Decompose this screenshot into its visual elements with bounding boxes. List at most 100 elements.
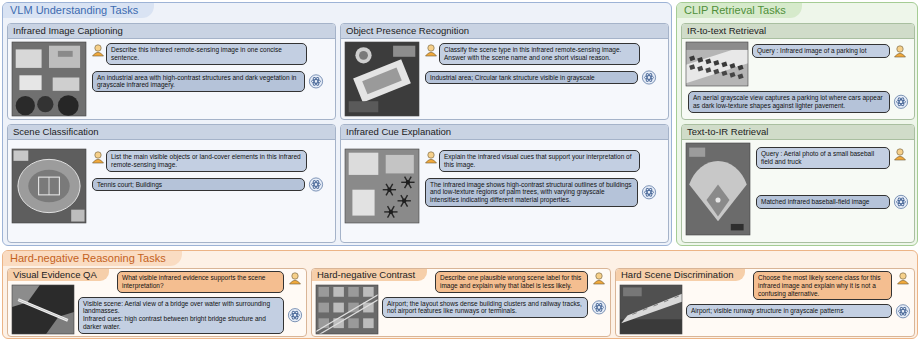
answer-bubble: An aerial grayscale view captures a park… (688, 91, 890, 113)
art-shape (898, 309, 907, 313)
art-shape (49, 177, 50, 195)
art-shape (897, 46, 903, 52)
answer-text: An industrial area with high-contrast st… (97, 74, 300, 90)
art-shape (632, 313, 636, 315)
art-shape (689, 64, 695, 70)
question-text: Classify the scene type in this infrared… (444, 46, 635, 62)
question-text: Query : Infrared image of a parking lot (757, 47, 885, 55)
art-shape (386, 155, 414, 174)
art-shape (595, 303, 603, 313)
art-shape (58, 51, 73, 57)
art-shape (16, 49, 42, 68)
art-shape (721, 70, 727, 76)
box-title: Hard-negative Contrast (312, 269, 427, 281)
art-shape (318, 303, 329, 313)
art-shape (393, 46, 415, 57)
art-shape (645, 73, 653, 83)
answer-text: Visible scene: Aerial view of a bridge o… (83, 300, 279, 316)
art-shape (697, 66, 703, 72)
question-text: Describe one plausible wrong scene label… (440, 274, 583, 290)
art-shape (291, 310, 299, 320)
art-shape (721, 62, 727, 68)
user-icon (895, 149, 906, 160)
task-box: Infrared Cue ExplanationExplain the infr… (340, 124, 669, 243)
box-title: Infrared Image Captioning (13, 25, 123, 37)
art-shape (898, 280, 909, 284)
art-shape (37, 96, 53, 112)
infrared-image (620, 285, 682, 334)
image-frame (686, 42, 748, 86)
art-shape (12, 42, 86, 116)
assistant-icon (896, 305, 909, 318)
art-shape (706, 184, 729, 216)
answer-text: Infrared cues: high contrast between bri… (83, 315, 279, 331)
user-icon (594, 273, 605, 284)
panel-title: Hard-negative Reasoning Tasks (3, 251, 182, 266)
question-bubble: Explain the infrared visual cues that su… (439, 150, 640, 172)
art-shape (309, 75, 322, 88)
task-panel: CLIP Retrieval TasksIR-to-text Retrieval… (676, 2, 918, 246)
image-frame (345, 149, 419, 223)
art-shape (333, 287, 344, 297)
art-shape (311, 183, 320, 187)
art-shape (715, 197, 720, 202)
art-shape (686, 143, 750, 235)
art-shape (642, 71, 655, 84)
art-shape (428, 45, 434, 51)
box-title: IR-to-text Retrieval (687, 25, 766, 37)
image-frame (345, 42, 419, 116)
art-shape (896, 100, 905, 104)
art-shape (686, 42, 748, 50)
art-shape (348, 287, 359, 297)
art-shape (290, 313, 299, 317)
answer-bubble: Industrial area; Circular tank structure… (425, 71, 638, 85)
assistant-icon (288, 309, 301, 322)
art-shape (389, 210, 393, 214)
question-bubble: Classify the scene type in this infrared… (439, 43, 640, 65)
user-icon (426, 152, 437, 163)
task-panel: Hard-negative Reasoning TasksVisual Evid… (2, 250, 918, 339)
art-shape (645, 187, 653, 197)
art-shape (12, 149, 86, 223)
question-text: What visible infrared evidence supports … (122, 274, 279, 290)
infrared-image (345, 149, 419, 223)
question-text: Describe this infrared remote-sensing im… (111, 46, 302, 62)
question-text: Choose the most likely scene class for t… (758, 274, 887, 297)
art-shape (28, 170, 69, 203)
art-shape (594, 306, 603, 310)
question-bubble: Describe this infrared remote-sensing im… (106, 43, 307, 65)
box-title: Object Presence Recognition (346, 25, 469, 37)
answer-bubble: The infrared image shows high-contrast s… (425, 178, 638, 207)
answer-text: Tennis court; Buildings (97, 181, 300, 189)
user-icon (290, 273, 301, 284)
answer-text: Industrial area; Circular tank structure… (430, 74, 633, 82)
art-shape (645, 73, 653, 83)
assistant-icon (309, 75, 322, 88)
art-shape (18, 300, 68, 321)
art-shape (894, 95, 907, 108)
task-box: Scene ClassificationList the main visibl… (7, 124, 336, 243)
art-shape (713, 69, 719, 75)
art-shape (729, 72, 735, 78)
answer-bubble: Tennis court; Buildings (92, 178, 305, 192)
art-shape (19, 75, 41, 90)
art-shape (18, 300, 68, 321)
art-shape (71, 210, 84, 222)
art-shape (664, 300, 668, 302)
art-shape (362, 67, 402, 94)
art-shape (49, 46, 80, 68)
art-shape (349, 153, 379, 175)
art-shape (333, 303, 344, 313)
art-shape (406, 180, 410, 184)
assistant-icon (642, 186, 655, 199)
infrared-image (686, 42, 748, 86)
art-shape (359, 51, 368, 60)
art-shape (95, 152, 101, 158)
art-shape (290, 280, 301, 284)
art-shape (12, 285, 74, 334)
art-shape (900, 273, 906, 279)
infrared-image (12, 285, 74, 334)
infrared-image (345, 42, 419, 116)
user-icon (93, 45, 104, 56)
